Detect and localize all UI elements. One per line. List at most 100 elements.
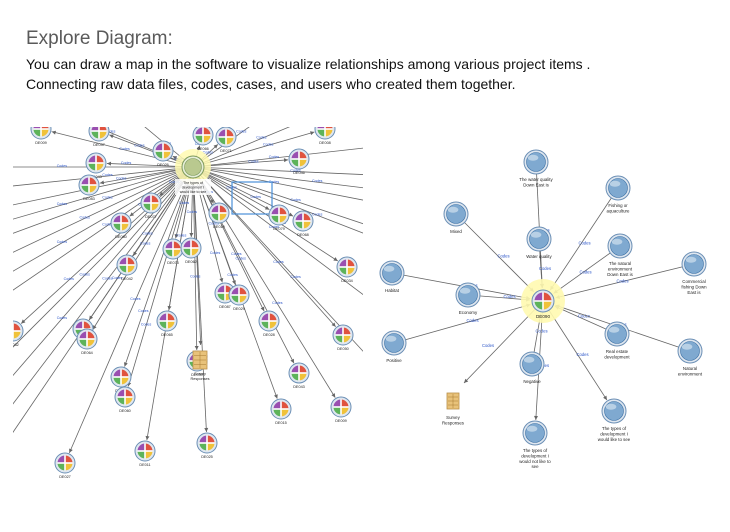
left-edge-label: Codes — [112, 276, 123, 280]
right-edge — [553, 245, 621, 294]
left-case-node[interactable] — [110, 366, 132, 388]
left-case-node-quadrant — [113, 223, 121, 231]
right-survey-icon[interactable] — [446, 392, 460, 410]
left-case-node-quadrant — [219, 213, 227, 221]
left-case-node-quadrant — [231, 287, 239, 295]
right-node-label: development I — [600, 431, 628, 436]
left-edge-offscreen — [13, 166, 194, 291]
left-case-node[interactable] — [314, 127, 336, 140]
left-case-node[interactable] — [268, 204, 290, 226]
left-edge-label: Codes — [176, 233, 187, 237]
right-diagram[interactable]: CodesCodesCodesCodesCodesCodesCodesCodes… — [368, 133, 716, 479]
left-case-node[interactable] — [78, 174, 100, 196]
right-node-negative[interactable] — [519, 351, 545, 377]
left-case-node-quadrant — [173, 241, 181, 249]
left-survey-icon[interactable] — [192, 350, 208, 370]
right-node-label: development I — [521, 453, 549, 458]
left-case-node-quadrant — [119, 257, 127, 265]
left-hub-node[interactable] — [175, 149, 211, 185]
right-center-case-quadrant — [543, 292, 552, 301]
right-node-economy[interactable] — [455, 282, 481, 308]
right-center-case[interactable] — [531, 289, 555, 313]
left-case-node[interactable] — [288, 362, 310, 384]
left-case-node[interactable] — [288, 148, 310, 170]
description-line-2: Connecting raw data files, codes, cases,… — [26, 76, 516, 92]
left-case-node-quadrant — [347, 267, 355, 275]
left-edge-label: Codes — [105, 130, 116, 134]
left-case-node-label: DE029 — [233, 307, 245, 311]
right-node-commercial-fishing[interactable] — [681, 251, 707, 277]
left-edge-arrowhead — [196, 145, 201, 150]
left-case-node-quadrant — [211, 205, 219, 213]
left-case-node-quadrant — [113, 215, 121, 223]
left-case-node[interactable] — [270, 398, 292, 420]
left-case-node[interactable] — [258, 310, 280, 332]
left-case-node[interactable] — [54, 452, 76, 474]
left-case-node-quadrant — [99, 127, 107, 131]
left-case-node-quadrant — [145, 443, 153, 451]
left-case-node[interactable] — [192, 127, 214, 146]
right-node-fishing[interactable] — [605, 175, 631, 201]
right-node-positive[interactable] — [381, 330, 407, 356]
left-case-node-quadrant — [33, 129, 41, 137]
left-case-node[interactable] — [180, 237, 202, 259]
left-case-node[interactable] — [228, 284, 250, 306]
left-case-node[interactable] — [140, 192, 162, 214]
right-center-node[interactable] — [521, 279, 565, 323]
right-node-natural-environment[interactable] — [677, 338, 703, 364]
left-edge-offscreen — [13, 166, 194, 220]
left-case-node[interactable] — [13, 320, 24, 342]
right-edge-label: Codes — [497, 254, 509, 259]
right-node-water-quality-down-east[interactable] — [523, 149, 549, 175]
left-case-node[interactable] — [330, 396, 352, 418]
left-case-node-label: DE079 — [273, 227, 285, 231]
left-case-node-quadrant — [333, 399, 341, 407]
left-case-node-quadrant — [79, 331, 87, 339]
right-node-natural-env-down-east[interactable] — [607, 233, 633, 259]
right-node-label: Fishing or — [608, 203, 628, 208]
left-case-node-quadrant — [343, 335, 351, 343]
left-case-node[interactable] — [85, 152, 107, 174]
right-node-dev-not-like[interactable] — [522, 420, 548, 446]
left-case-node[interactable] — [215, 127, 237, 148]
left-case-node[interactable] — [208, 202, 230, 224]
left-case-node[interactable] — [114, 386, 136, 408]
right-edge-arrowhead — [534, 415, 539, 421]
left-case-node-label: DE071 — [220, 149, 232, 153]
left-case-node-quadrant — [137, 443, 145, 451]
right-edge-label: Codes — [616, 279, 628, 284]
left-case-node[interactable] — [110, 212, 132, 234]
left-case-node[interactable] — [152, 140, 174, 162]
left-case-node[interactable] — [156, 310, 178, 332]
left-edge-arrowhead — [290, 358, 294, 364]
left-case-node[interactable] — [30, 127, 52, 140]
left-case-node[interactable] — [162, 238, 184, 260]
left-case-node-quadrant — [211, 213, 219, 221]
left-case-node[interactable] — [76, 328, 98, 350]
left-case-node-quadrant — [299, 159, 307, 167]
right-node-habitat[interactable] — [379, 260, 405, 286]
left-case-node-label: DE087 — [219, 305, 231, 309]
left-edge-arrowhead — [145, 435, 150, 441]
left-case-node[interactable] — [196, 432, 218, 454]
right-node-water-quality[interactable] — [526, 226, 552, 252]
left-case-node[interactable] — [116, 254, 138, 276]
left-hub-circle — [184, 158, 202, 176]
right-node-dev-like[interactable] — [601, 398, 627, 424]
left-case-node[interactable] — [336, 256, 358, 278]
left-case-node-quadrant — [165, 241, 173, 249]
left-case-node[interactable] — [292, 210, 314, 232]
left-case-node-quadrant — [191, 248, 199, 256]
left-edge-arrowhead — [172, 156, 178, 160]
right-node-real-estate[interactable] — [604, 321, 630, 347]
left-case-node-label: DE026 — [157, 163, 169, 167]
left-edge-label: Codes — [273, 260, 284, 264]
left-case-node[interactable] — [134, 440, 156, 462]
left-case-node-quadrant — [65, 463, 73, 471]
left-case-node-quadrant — [299, 151, 307, 159]
left-case-node[interactable] — [332, 324, 354, 346]
left-case-node[interactable] — [88, 127, 110, 142]
right-node-mixed[interactable] — [443, 201, 469, 227]
